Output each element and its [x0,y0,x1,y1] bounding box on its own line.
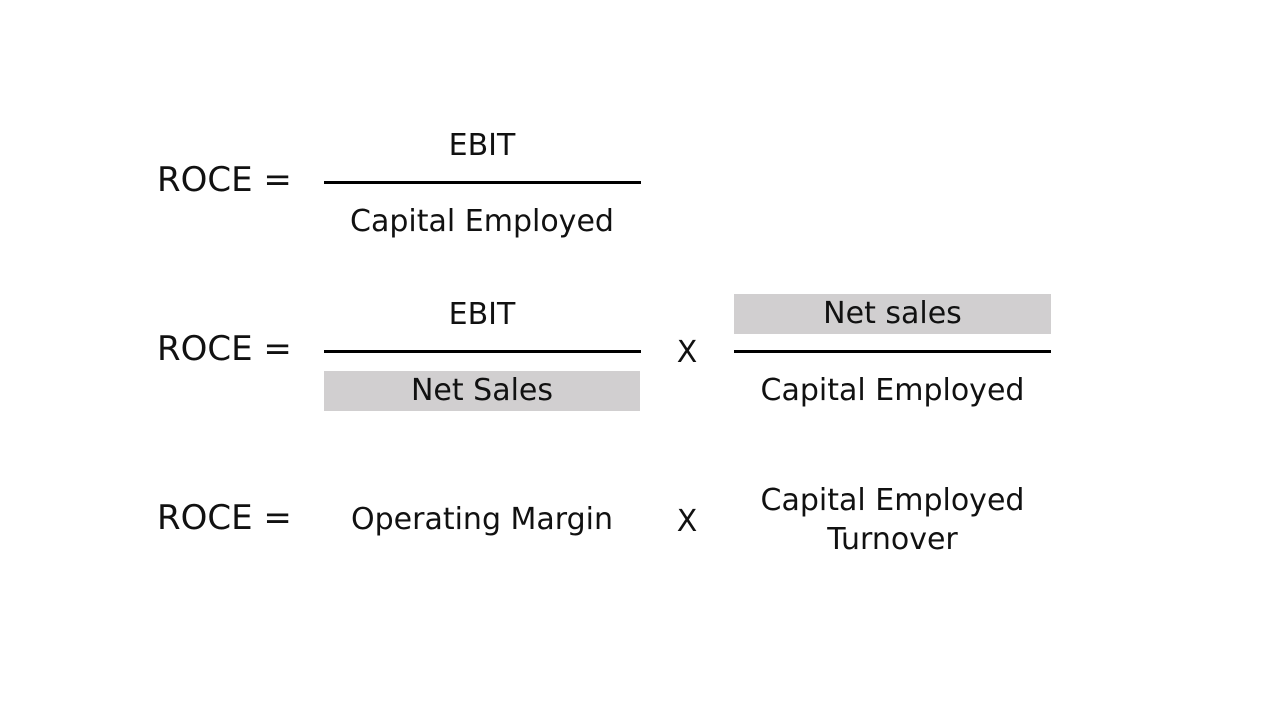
row1-lhs-label: ROCE = [157,160,292,200]
row3-term2-line1: Capital Employed [760,483,1025,518]
row2-fraction1-bar [324,350,641,353]
row2-multiply-operator: X [676,335,698,370]
row3-operating-margin: Operating Margin [351,502,613,537]
row2-fraction1-denominator-highlighted: Net Sales [324,371,640,411]
row2-fraction1-numerator: EBIT [448,297,516,332]
row3-capital-employed-turnover: Capital Employed Turnover [734,481,1051,559]
row1-numerator: EBIT [448,128,516,163]
row2-fraction2-numerator-highlighted: Net sales [734,294,1051,334]
row3-term2-line2: Turnover [827,522,958,557]
row3-multiply-operator: X [676,504,698,539]
row1-denominator: Capital Employed [350,204,614,239]
row1-fraction-bar [324,181,641,184]
row3-lhs-label: ROCE = [157,498,292,538]
row2-fraction2-denominator: Capital Employed [760,373,1025,408]
row2-fraction2-bar [734,350,1051,353]
row2-lhs-label: ROCE = [157,329,292,369]
